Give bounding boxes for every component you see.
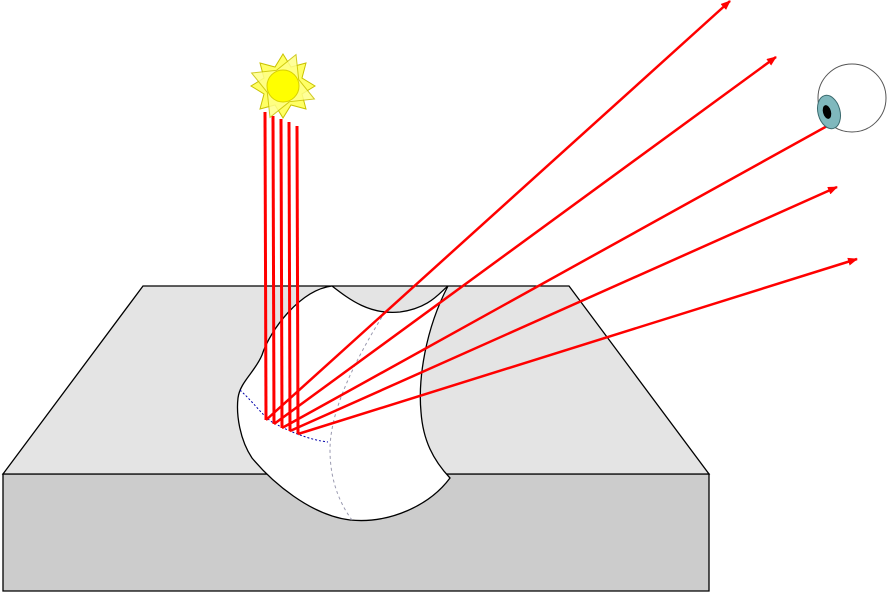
incident-ray [287, 121, 292, 432]
reflected-ray [273, 55, 777, 426]
incident-ray [279, 118, 284, 429]
incident-ray [271, 115, 276, 425]
reflected-ray [289, 185, 838, 433]
surface-guide-curve [329, 311, 386, 521]
incident-wavefront [239, 389, 329, 443]
reflected-ray [281, 118, 839, 430]
incident-ray [263, 111, 268, 421]
incident-ray [295, 125, 300, 435]
sun-icon [250, 53, 316, 119]
incident-rays [263, 111, 300, 435]
reflected-ray [297, 257, 858, 436]
eye-icon [816, 63, 887, 133]
reflected-rays [265, 0, 858, 436]
reflected-ray [265, 0, 731, 421]
